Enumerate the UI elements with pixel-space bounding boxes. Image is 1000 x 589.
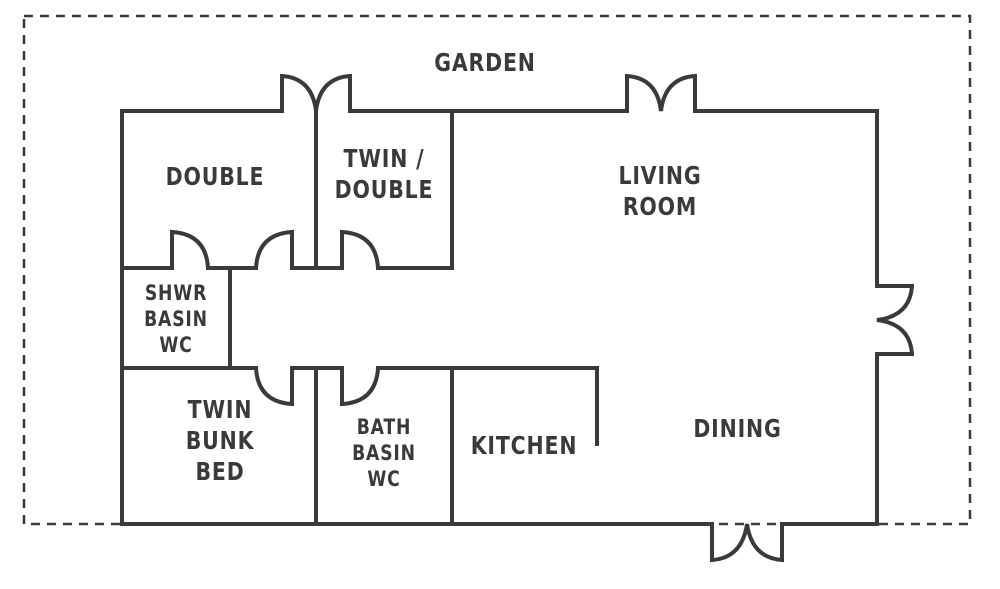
- door-living-side: [876, 284, 915, 356]
- door-garden-right: [625, 73, 697, 112]
- label-shwr: SHWR BASIN WC: [144, 281, 208, 358]
- door-double: [254, 229, 294, 269]
- label-dining: DINING: [693, 414, 782, 443]
- label-kitchen: KITCHEN: [470, 431, 578, 460]
- label-garden: GARDEN: [434, 48, 536, 77]
- door-shower: [170, 229, 210, 269]
- label-bath: BATH BASIN WC: [352, 415, 416, 492]
- door-dining: [710, 523, 784, 563]
- door-twin-double: [340, 229, 380, 269]
- label-double: DOUBLE: [165, 162, 265, 191]
- label-living-room: LIVING ROOM: [618, 161, 702, 221]
- interior-walls: [120, 109, 599, 526]
- door-bath: [340, 367, 380, 407]
- label-twin-double: TWIN / DOUBLE: [334, 144, 434, 204]
- label-twin-bunk: TWIN BUNK BED: [185, 395, 255, 486]
- doors: [170, 73, 915, 563]
- outer-walls: [120, 109, 879, 526]
- door-garden-left: [280, 73, 352, 112]
- door-twin-bunk: [254, 367, 294, 407]
